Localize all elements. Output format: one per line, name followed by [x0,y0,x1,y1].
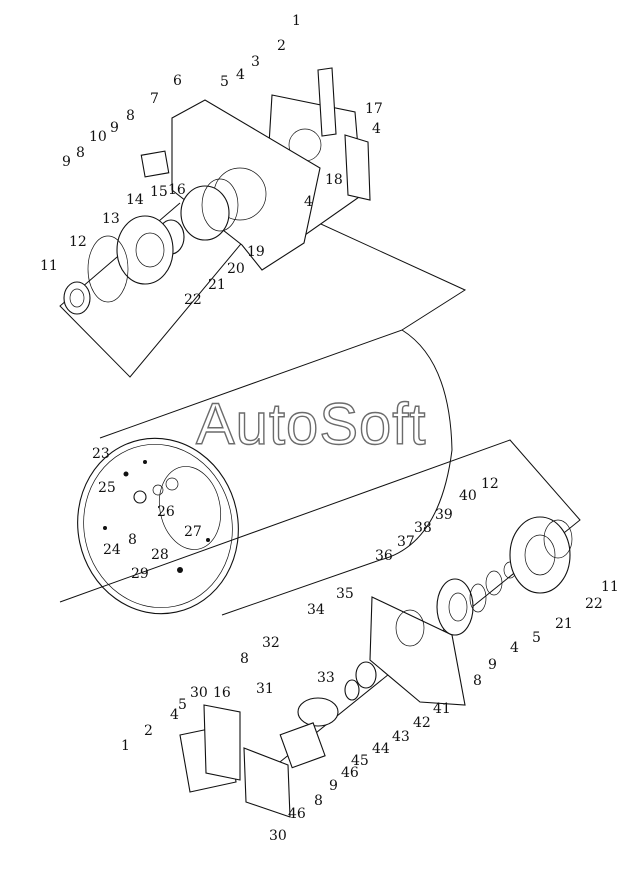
callout-label-u18: 18 [325,172,343,188]
callout-label-u6: 6 [173,73,182,89]
callout-label-d8: 8 [128,532,137,548]
callout-label-u13: 13 [102,211,120,227]
callout-label-l35: 35 [336,586,354,602]
callout-label-u14: 14 [126,192,144,208]
callout-label-u8b: 8 [76,145,85,161]
callout-label-d25: 25 [98,480,116,496]
callout-label-l30b: 30 [269,828,287,844]
callout-label-u2: 2 [277,38,286,54]
callout-label-u22: 22 [184,292,202,308]
callout-label-l38: 38 [414,520,432,536]
callout-label-l31: 31 [256,681,274,697]
callout-labels: 1234567891098174184161514131211192021222… [40,13,619,844]
callout-label-l5: 5 [532,630,541,646]
callout-label-u8a: 8 [126,108,135,124]
callout-label-u9b: 9 [62,154,71,170]
callout-label-d28: 28 [151,547,169,563]
callout-label-l9: 9 [488,657,497,673]
callout-label-u16: 16 [168,182,186,198]
callout-label-l2: 2 [144,723,153,739]
callout-label-u10: 10 [89,129,107,145]
callout-label-d27: 27 [184,524,202,540]
callout-label-l9b: 9 [329,778,338,794]
callout-label-u5: 5 [220,74,229,90]
callout-label-l44: 44 [372,741,390,757]
callout-label-l12: 12 [481,476,499,492]
callout-label-l4b: 4 [170,707,179,723]
callout-label-l34: 34 [307,602,325,618]
watermark: AutoSoft [196,392,426,457]
callout-label-l36: 36 [375,548,393,564]
callout-label-u17: 17 [365,101,383,117]
lower-assembly [59,439,581,818]
callout-label-l40: 40 [459,488,477,504]
callout-label-l32: 32 [262,635,280,651]
callout-label-l46a: 46 [341,765,359,781]
callout-label-u4a: 4 [236,67,245,83]
callout-label-l22: 22 [585,596,603,612]
callout-label-l8: 8 [473,673,482,689]
callout-label-u1: 1 [292,13,301,29]
callout-label-u12: 12 [69,234,87,250]
callout-label-l1: 1 [121,738,130,754]
callout-label-u9a: 9 [110,120,119,136]
callout-label-u21: 21 [208,277,226,293]
upper-assembly [59,67,467,378]
callout-label-u11: 11 [40,258,58,274]
callout-label-u4b: 4 [372,121,381,137]
callout-label-l37: 37 [397,534,415,550]
callout-label-l46b: 46 [288,806,306,822]
callout-label-l5b: 5 [178,697,187,713]
callout-label-l30a: 30 [190,685,208,701]
callout-label-u7: 7 [150,91,159,107]
callout-label-d26: 26 [157,504,175,520]
callout-label-l43: 43 [392,729,410,745]
callout-label-l16: 16 [213,685,231,701]
callout-label-u3: 3 [251,54,260,70]
callout-label-l33: 33 [317,670,335,686]
callout-label-l39: 39 [435,507,453,523]
callout-label-l42: 42 [413,715,431,731]
callout-label-d24: 24 [103,542,121,558]
drum-assembly [77,329,453,616]
callout-label-d23: 23 [92,446,110,462]
callout-label-l41: 41 [433,701,451,717]
callout-label-u15: 15 [150,184,168,200]
callout-label-u20: 20 [227,261,245,277]
callout-label-d29: 29 [131,566,149,582]
callout-label-l45: 45 [351,753,369,769]
callout-label-l21: 21 [555,616,573,632]
callout-label-l4: 4 [510,640,519,656]
callout-label-l11: 11 [601,579,619,595]
callout-label-l8c: 8 [314,793,323,809]
callout-label-l8b: 8 [240,651,249,667]
callout-label-u19: 19 [247,244,265,260]
callout-label-u4c: 4 [304,194,313,210]
